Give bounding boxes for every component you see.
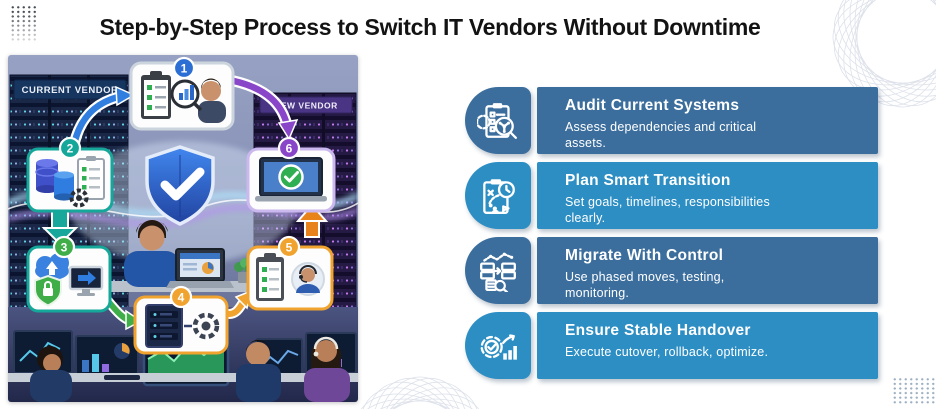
badge-3: 3 bbox=[52, 235, 76, 259]
step-description: Use phased moves, testing, monitoring. bbox=[565, 270, 725, 301]
svg-text:2: 2 bbox=[67, 142, 74, 156]
step-number-badges: 1 2 3 4 5 bbox=[52, 56, 301, 309]
badge-2: 2 bbox=[58, 136, 82, 160]
gear-check-chart-icon bbox=[465, 312, 531, 379]
support-agent bbox=[291, 262, 325, 296]
step-title: Plan Smart Transition bbox=[565, 172, 731, 189]
new-vendor-sign: NEW VENDOR bbox=[274, 101, 338, 111]
svg-text:3: 3 bbox=[61, 241, 68, 255]
clipboard-magnifier-icon bbox=[465, 87, 531, 154]
badge-1: 1 bbox=[172, 56, 196, 80]
step-description: Set goals, timelines, responsibilities c… bbox=[565, 195, 770, 226]
shield-lock bbox=[34, 274, 62, 307]
mini-card-server-gear bbox=[133, 295, 229, 355]
step-description: Assess dependencies and critical assets. bbox=[565, 120, 757, 151]
monitor-arrow bbox=[68, 265, 104, 296]
shield-check-icon bbox=[145, 145, 215, 226]
mini-card-support-checklist bbox=[246, 245, 334, 311]
thinking-person bbox=[201, 81, 221, 101]
step-card-audit: Audit Current Systems Assess dependencie… bbox=[537, 87, 878, 154]
step-list: Audit Current Systems Assess dependencie… bbox=[465, 87, 878, 387]
step-title: Migrate With Control bbox=[565, 247, 724, 264]
step-row-plan: Plan Smart Transition Set goals, timelin… bbox=[465, 162, 878, 229]
svg-text:5: 5 bbox=[286, 241, 293, 255]
svg-text:1: 1 bbox=[181, 62, 188, 76]
step-description: Execute cutover, rollback, optimize. bbox=[565, 345, 769, 359]
operator-center bbox=[236, 340, 281, 402]
mini-card-audit bbox=[129, 61, 235, 131]
step-card-plan: Plan Smart Transition Set goals, timelin… bbox=[537, 162, 878, 229]
step-row-handover: Ensure Stable Handover Execute cutover, … bbox=[465, 312, 878, 379]
process-illustration: CURRENT VENDOR NEW VENDOR bbox=[8, 55, 358, 402]
current-vendor-sign: CURRENT VENDOR bbox=[22, 85, 119, 96]
step-card-handover: Ensure Stable Handover Execute cutover, … bbox=[537, 312, 878, 379]
strategy-clock-icon bbox=[465, 162, 531, 229]
step-row-migrate: Migrate With Control Use phased moves, t… bbox=[465, 237, 878, 304]
dot-grid-decoration-top-left bbox=[10, 5, 37, 43]
page-title: Step-by-Step Process to Switch IT Vendor… bbox=[99, 14, 761, 40]
badge-4: 4 bbox=[169, 285, 193, 309]
step-title: Ensure Stable Handover bbox=[565, 322, 751, 339]
badge-5: 5 bbox=[277, 235, 301, 259]
mini-card-databases bbox=[26, 147, 114, 213]
step-row-audit: Audit Current Systems Assess dependencie… bbox=[465, 87, 878, 154]
flow-arrows bbox=[41, 75, 329, 331]
step-card-migrate: Migrate With Control Use phased moves, t… bbox=[537, 237, 878, 304]
spiral-decoration-bottom-center bbox=[350, 376, 490, 409]
server-transfer-icon bbox=[465, 237, 531, 304]
svg-text:6: 6 bbox=[286, 142, 293, 156]
svg-text:4: 4 bbox=[178, 291, 185, 305]
operator-right-headset bbox=[304, 336, 350, 402]
step-title: Audit Current Systems bbox=[565, 97, 740, 114]
dot-grid-decoration-bottom-right bbox=[892, 377, 936, 405]
operator-left bbox=[30, 346, 72, 402]
badge-6: 6 bbox=[277, 136, 301, 160]
